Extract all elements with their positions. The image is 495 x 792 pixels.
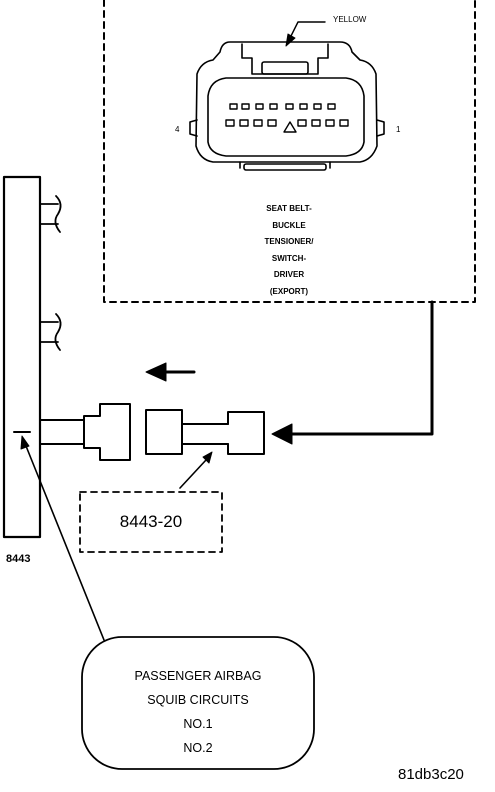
connector-title: SEAT BELT- BUCKLE TENSIONER/ SWITCH- DRI… [239, 201, 339, 300]
connector-title-line-2: BUCKLE [272, 220, 306, 230]
tool-8443-20-dashed-box [79, 491, 223, 553]
callout-line-2: SQUIB CIRCUITS [147, 693, 249, 707]
callout-line-3: NO.1 [183, 717, 213, 731]
connector-title-line-3: TENSIONER/ [264, 237, 314, 246]
connector-right-ear [376, 119, 385, 137]
yellow-label: YELLOW [333, 15, 367, 24]
connector-title-line-5: DRIVER [273, 270, 305, 279]
yellow-leader-line [289, 21, 326, 39]
tool-8443-20-leader [179, 459, 207, 489]
callout-leader-line [25, 445, 105, 641]
direction-arrow-head [145, 362, 167, 382]
frame-to-adapter-arrowhead [271, 423, 293, 445]
connector-face [189, 41, 385, 171]
connector-cavities-bottom [225, 119, 349, 133]
adapter-plug-right [145, 409, 183, 455]
connector-bottom-rib [243, 163, 327, 171]
connector-title-line-4: SWITCH- [271, 253, 307, 263]
tool-upper-pigtail [39, 195, 62, 233]
connector-latch [241, 43, 329, 75]
connector-latch-slot [261, 61, 309, 75]
tool-8443-20-leader-head [202, 451, 213, 464]
tool-8443-20-label: 8443-20 [119, 512, 183, 531]
tool-8443-label: 8443 [6, 553, 31, 565]
frame-to-adapter-line [288, 300, 434, 436]
callout-leader-head [20, 435, 30, 450]
tool-8443-body [2, 175, 42, 539]
connector-cavities-top [229, 103, 336, 110]
tool-middle-pigtail [39, 313, 62, 351]
callout-text: PASSENGER AIRBAG SQUIB CIRCUITS NO.1 NO.… [82, 664, 314, 760]
callout-box [81, 636, 315, 770]
connector-title-line-1: SEAT BELT- [266, 204, 312, 213]
connector-left-ear [189, 119, 198, 137]
adapter-end-connector [227, 411, 265, 455]
connector-dashed-frame [103, 0, 476, 303]
adapter-plug-left [83, 403, 131, 461]
pin-1-label: 1 [396, 125, 401, 134]
connector-title-line-6: (EXPORT) [269, 286, 309, 296]
connector-inner-body [207, 77, 365, 157]
figure-id: 81db3c20 [398, 766, 464, 783]
callout-line-4: NO.2 [183, 741, 213, 755]
pin-4-label: 4 [175, 125, 180, 134]
callout-line-1: PASSENGER AIRBAG [134, 669, 262, 683]
yellow-leader-arrowhead [285, 33, 296, 47]
connector-outer-shell [195, 41, 378, 163]
